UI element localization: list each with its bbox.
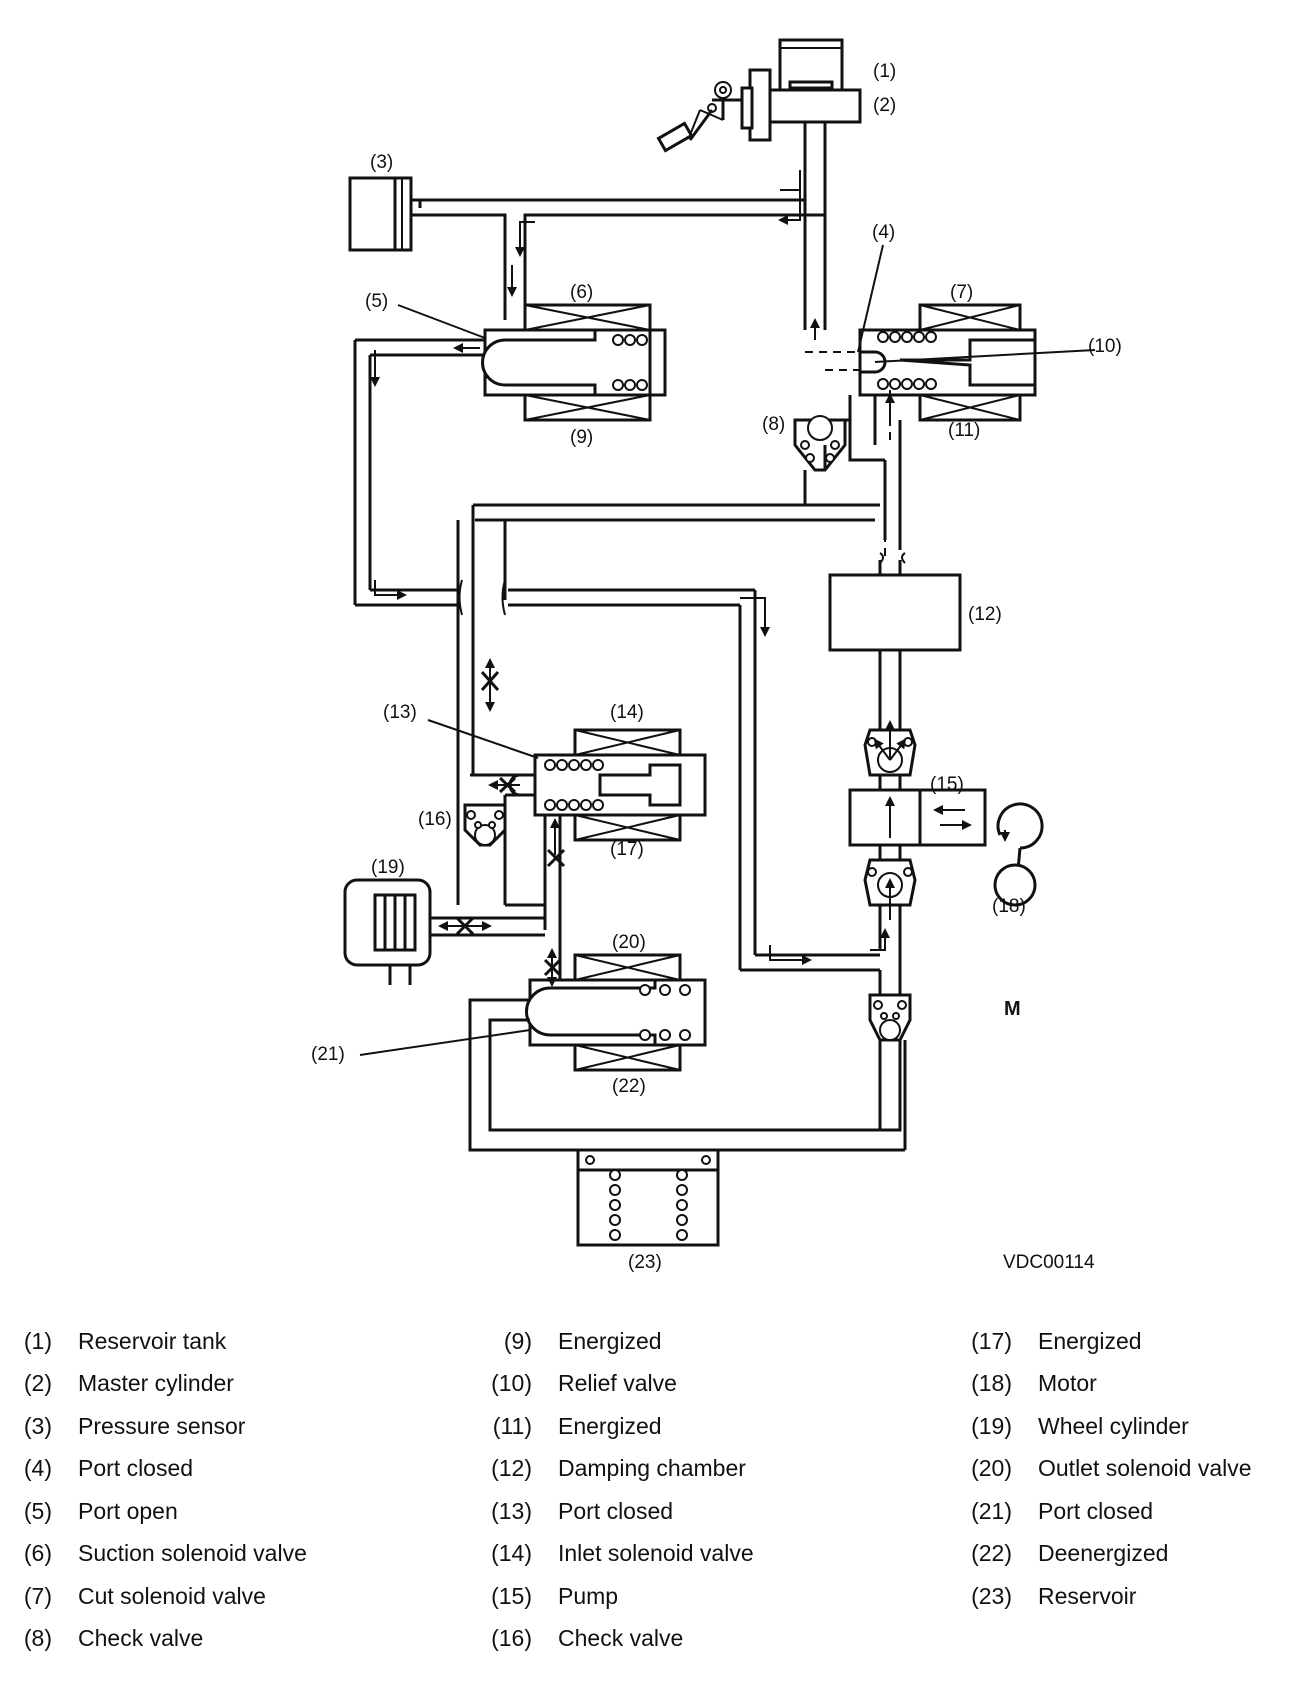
- damping-chamber: [828, 573, 962, 652]
- callout-21: (21): [311, 1044, 345, 1065]
- callout-5: (5): [365, 291, 388, 312]
- legend-item: (10)Relief valve: [491, 1370, 677, 1397]
- wheel-line: [456, 505, 562, 985]
- callout-13: (13): [383, 702, 417, 723]
- legend-item: (3)Pressure sensor: [23, 1412, 246, 1439]
- suction-solenoid-valve: [355, 303, 667, 422]
- pressure-sensor: [348, 176, 420, 252]
- hydraulic-circuit-diagram: (1) (2) (3) (4) (5) (6) (7) (8) (9) (10)…: [311, 38, 1122, 1273]
- master-cylinder-assembly: [656, 38, 862, 153]
- callout-16: (16): [418, 809, 452, 830]
- brake-pedal: [656, 121, 694, 153]
- callout-19: (19): [371, 857, 405, 878]
- reservoir: [576, 1148, 720, 1247]
- legend: (1)Reservoir tank (2)Master cylinder (3)…: [0, 1320, 1312, 1680]
- legend-item: (14)Inlet solenoid valve: [491, 1540, 754, 1567]
- legend-item: (15)Pump: [491, 1582, 619, 1609]
- callout-12: (12): [968, 604, 1002, 625]
- callout-18: (18): [992, 896, 1026, 917]
- callout-6: (6): [570, 282, 593, 303]
- legend-column-2: (9)Energized (10)Relief valve (11)Energi…: [480, 1320, 900, 1660]
- figure-code: VDC00114: [1003, 1252, 1095, 1273]
- reservoir-line: [468, 955, 912, 1165]
- pump: [848, 720, 987, 955]
- check-valve-8: [793, 395, 885, 505]
- inlet-solenoid-valve: [470, 728, 707, 842]
- wheel-cylinder: [343, 878, 545, 985]
- master-line: [418, 122, 827, 330]
- legend-item: (21)Port closed: [971, 1497, 1154, 1524]
- legend-item: (20)Outlet solenoid valve: [971, 1455, 1252, 1482]
- callout-11: (11): [948, 420, 980, 441]
- return-line: [738, 590, 890, 972]
- leader-lines: [359, 244, 1096, 1056]
- legend-column-1: (1)Reservoir tank (2)Master cylinder (3)…: [0, 1320, 420, 1660]
- callout-20: (20): [612, 932, 646, 953]
- legend-item: (23)Reservoir: [971, 1582, 1137, 1609]
- callout-2: (2): [873, 95, 896, 116]
- callout-23: (23): [628, 1252, 662, 1273]
- legend-item: (5)Port open: [23, 1497, 178, 1524]
- discharge-line: [473, 420, 906, 564]
- legend-item: (11)Energized: [492, 1412, 662, 1439]
- legend-item: (1)Reservoir tank: [23, 1327, 227, 1354]
- callout-22: (22): [612, 1076, 646, 1097]
- cut-solenoid-valve: [805, 303, 1037, 440]
- legend-item: (7)Cut solenoid valve: [23, 1582, 266, 1609]
- callout-8: (8): [762, 414, 785, 435]
- callout-17: (17): [610, 839, 644, 860]
- legend-item: (17)Energized: [971, 1327, 1142, 1354]
- callout-15: (15): [930, 774, 964, 795]
- legend-column-3: (17)Energized (18)Motor (19)Wheel cylind…: [960, 1320, 1312, 1618]
- master-cylinder: [768, 88, 862, 124]
- legend-item: (8)Check valve: [23, 1625, 204, 1652]
- callout-14: (14): [610, 702, 644, 723]
- check-valve-16: [463, 803, 566, 868]
- legend-item: (22)Deenergized: [971, 1540, 1169, 1567]
- callout-10: (10): [1088, 336, 1122, 357]
- callout-3: (3): [370, 152, 393, 173]
- legend-item: (16)Check valve: [491, 1625, 684, 1652]
- motor-letter: M: [1004, 998, 1021, 1020]
- outlet-solenoid-valve: [525, 948, 707, 1072]
- suction-line: [353, 340, 770, 637]
- legend-item: (19)Wheel cylinder: [971, 1412, 1189, 1439]
- legend-item: (4)Port closed: [23, 1455, 194, 1482]
- legend-item: (6)Suction solenoid valve: [23, 1540, 307, 1567]
- callout-1: (1): [873, 61, 896, 82]
- motor: [993, 802, 1044, 907]
- legend-item: (18)Motor: [971, 1370, 1097, 1397]
- legend-item: (2)Master cylinder: [23, 1370, 234, 1397]
- callout-4: (4): [872, 222, 895, 243]
- legend-item: (9)Energized: [503, 1327, 662, 1354]
- callout-9: (9): [570, 427, 593, 448]
- legend-item: (13)Port closed: [491, 1497, 674, 1524]
- callout-7: (7): [950, 282, 973, 303]
- legend-item: (12)Damping chamber: [491, 1455, 746, 1482]
